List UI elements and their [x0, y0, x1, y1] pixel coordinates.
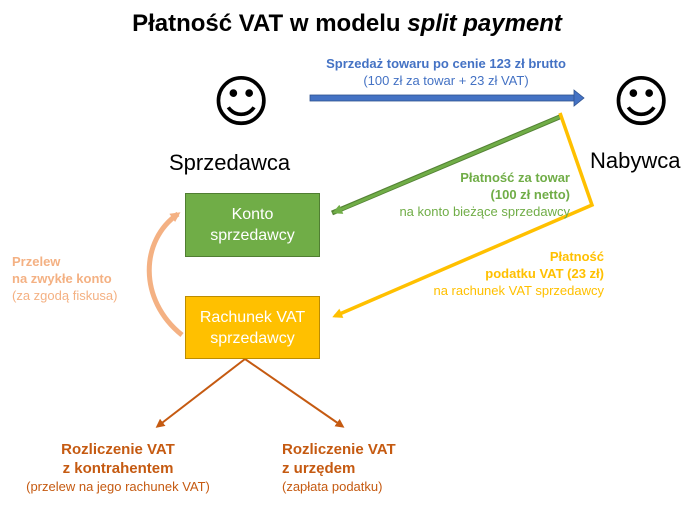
box-vat-line1: Rachunek VAT [199, 308, 306, 326]
smiley-face-icon: ☺ [612, 70, 671, 135]
vat-payment-arrow [332, 112, 595, 318]
box-vat-line2: sprzedawcy [210, 329, 295, 347]
sale-label-line1: Sprzedaż towaru po cenie 123 zł brutto [326, 56, 566, 71]
settle-office-line3: (zapłata podatku) [282, 479, 383, 494]
vat-payment-line3: na rachunek VAT sprzedawcy [433, 283, 604, 298]
goods-payment-line3: na konto bieżące sprzedawcy [399, 204, 570, 219]
sale-arrow [309, 89, 585, 107]
box-konto-line1: Konto [231, 206, 274, 223]
vat-payment-label: Płatność podatku VAT (23 zł) na rachunek… [390, 248, 604, 299]
vat-payment-line2: podatku VAT (23 zł) [485, 266, 604, 281]
settle-office-label: Rozliczenie VAT z urzędem (zapłata podat… [282, 440, 422, 496]
goods-payment-line2: (100 zł netto) [490, 187, 570, 202]
box-rachunek-vat: Rachunek VAT sprzedawcy [185, 296, 320, 359]
buyer-label: Nabywca [590, 148, 681, 173]
sale-label-line2: (100 zł za towar + 23 zł VAT) [363, 73, 529, 88]
vat-payment-line1: Płatność [549, 249, 604, 264]
settle-contractor-line1: Rozliczenie VAT [61, 441, 175, 458]
box-konto-line2: sprzedawcy [210, 227, 295, 244]
transfer-arrow [146, 211, 184, 337]
settle-contractor-line3: (przelew na jego rachunek VAT) [26, 479, 210, 494]
smiley-face-icon: ☺ [212, 70, 271, 135]
diagram-title: Płatność VAT w modelu split payment [132, 10, 562, 37]
settle-contractor-label: Rozliczenie VAT z kontrahentem (przelew … [0, 440, 236, 496]
settle-office-arrow [244, 358, 345, 428]
seller-label: Sprzedawca [169, 150, 291, 175]
transfer-label: Przelew na zwykłe konto (za zgodą fiskus… [12, 253, 152, 304]
goods-payment-label: Płatność za towar (100 zł netto) na kont… [350, 169, 570, 220]
transfer-line2: na zwykłe konto [12, 271, 112, 286]
settle-office-line1: Rozliczenie VAT [282, 441, 396, 458]
settle-contractor-arrow [155, 358, 246, 428]
transfer-line1: Przelew [12, 254, 61, 269]
sale-label: Sprzedaż towaru po cenie 123 zł brutto (… [296, 55, 596, 89]
settle-office-line2: z urzędem [282, 460, 356, 477]
goods-payment-line1: Płatność za towar [460, 170, 570, 185]
transfer-line3: (za zgodą fiskusa) [12, 288, 118, 303]
settle-contractor-line2: z kontrahentem [62, 460, 174, 477]
box-konto-sprzedawcy: Konto sprzedawcy [185, 193, 320, 257]
